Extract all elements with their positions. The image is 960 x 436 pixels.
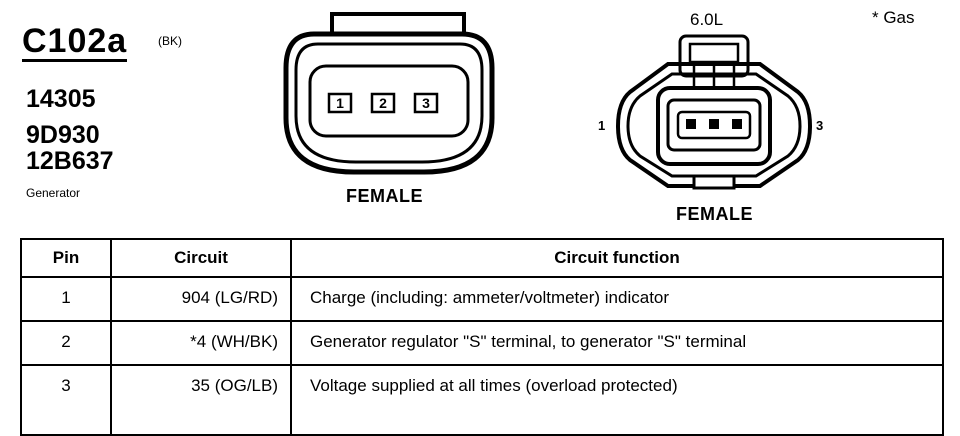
pinout-table: Pin Circuit Circuit function 1 904 (LG/R…: [20, 238, 944, 436]
gender-label-right: FEMALE: [676, 204, 753, 224]
function-cell: Generator regulator "S" terminal, to gen…: [290, 320, 944, 366]
part-number: 12B637: [26, 147, 114, 175]
pin-cell: 2: [20, 320, 112, 366]
table-row: 2 *4 (WH/BK) Generator regulator "S" ter…: [20, 320, 944, 366]
footnote: * Gas: [872, 8, 915, 27]
connector-id: C102a: [22, 22, 128, 62]
connector-face-left: 1 2 3: [283, 12, 495, 175]
pin-label: 1: [336, 95, 344, 111]
pin-label: 2: [379, 95, 387, 111]
circuit-cell: 35 (OG/LB): [110, 364, 292, 436]
pin-label-side: 1: [598, 118, 606, 133]
connector-face-right: [615, 34, 813, 190]
column-header-pin: Pin: [20, 238, 112, 278]
table-row: 1 904 (LG/RD) Charge (including: ammeter…: [20, 276, 944, 322]
pin-label-side: 3: [816, 118, 824, 133]
component-name: Generator: [26, 186, 81, 200]
circuit-cell: 904 (LG/RD): [110, 276, 292, 322]
part-number: 9D930: [26, 121, 100, 149]
table-row: 3 35 (OG/LB) Voltage supplied at all tim…: [20, 364, 944, 436]
function-cell: Voltage supplied at all times (overload …: [290, 364, 944, 436]
function-cell: Charge (including: ammeter/voltmeter) in…: [290, 276, 944, 322]
column-header-circuit: Circuit: [110, 238, 292, 278]
pin-cell: 3: [20, 364, 112, 436]
connector-color-code: (BK): [158, 34, 182, 48]
table-header-row: Pin Circuit Circuit function: [20, 238, 944, 278]
pin-label: 3: [422, 95, 430, 111]
pin-cell: 1: [20, 276, 112, 322]
gender-label-left: FEMALE: [346, 186, 423, 206]
part-number: 14305: [26, 85, 96, 113]
engine-variant: 6.0L: [690, 10, 724, 29]
circuit-cell: *4 (WH/BK): [110, 320, 292, 366]
column-header-function: Circuit function: [290, 238, 944, 278]
